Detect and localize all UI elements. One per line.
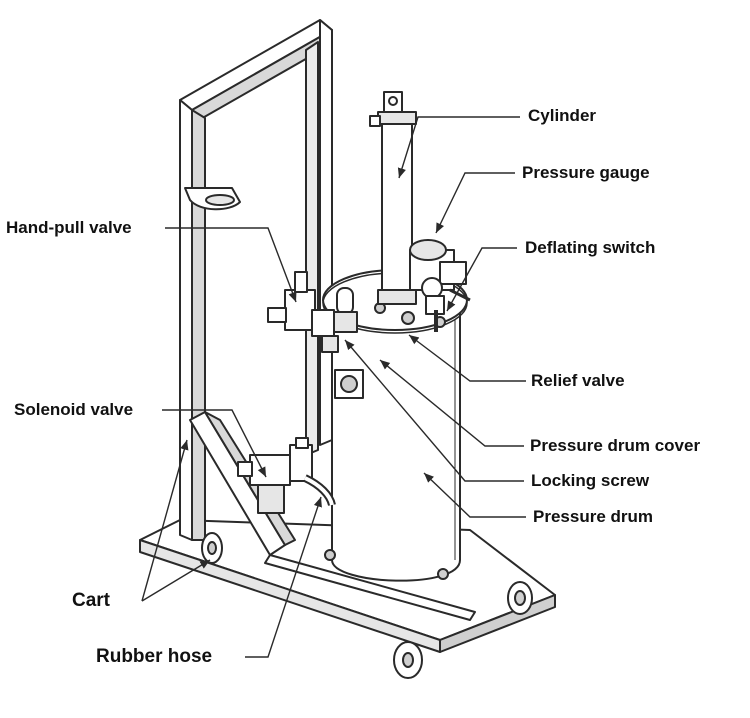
wheel-front-center bbox=[393, 641, 423, 679]
label-deflating-switch: Deflating switch bbox=[525, 238, 656, 257]
label-rubber-hose: Rubber hose bbox=[96, 646, 213, 667]
leader-cylinder bbox=[397, 116, 520, 179]
label-locking-screw: Locking screw bbox=[531, 471, 650, 490]
deflating-switch bbox=[425, 288, 471, 332]
wheel-front-left bbox=[201, 532, 223, 564]
label-cart: Cart bbox=[72, 590, 111, 611]
leader-pressure-drum-cover bbox=[379, 359, 524, 447]
leader-rubber-hose bbox=[245, 496, 322, 658]
cylinder bbox=[369, 91, 417, 305]
label-relief-valve: Relief valve bbox=[531, 371, 625, 390]
label-cylinder: Cylinder bbox=[528, 106, 597, 125]
wheel-rear-right bbox=[507, 581, 533, 615]
leader-hand-pull-valve bbox=[165, 227, 297, 303]
relief-valve bbox=[332, 287, 358, 333]
label-pressure-gauge: Pressure gauge bbox=[522, 163, 650, 182]
label-pressure-drum-cover: Pressure drum cover bbox=[530, 436, 701, 455]
leader-pressure-gauge bbox=[435, 172, 515, 234]
leader-cart-2 bbox=[141, 559, 211, 602]
pressure-gauge bbox=[409, 239, 467, 299]
label-pressure-drum: Pressure drum bbox=[533, 507, 653, 526]
leader-pressure-drum bbox=[423, 472, 526, 518]
label-solenoid-valve: Solenoid valve bbox=[14, 400, 134, 419]
leader-relief-valve bbox=[408, 334, 526, 382]
label-hand-pull-valve: Hand-pull valve bbox=[6, 218, 132, 237]
leader-solenoid-valve bbox=[162, 409, 267, 478]
leader-cart-1 bbox=[141, 439, 189, 602]
leader-deflating-switch bbox=[446, 247, 517, 312]
leader-locking-screw bbox=[344, 339, 524, 482]
